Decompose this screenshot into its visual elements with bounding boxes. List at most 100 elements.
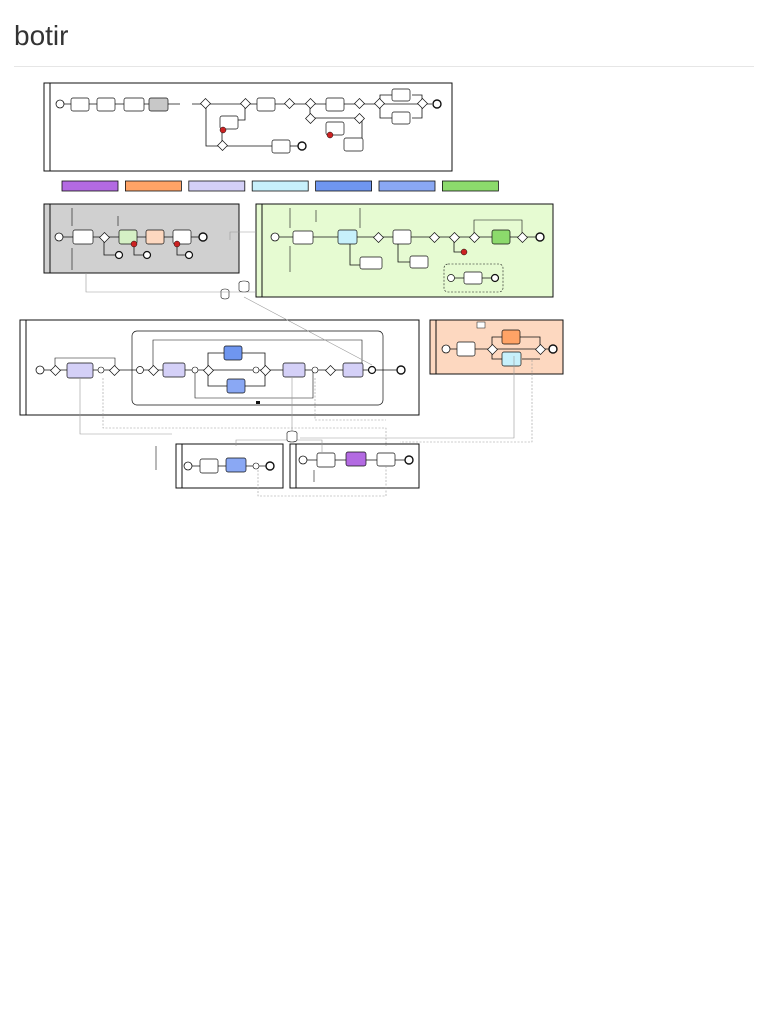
task-node[interactable] <box>463 271 483 285</box>
end-event-icon <box>184 250 194 260</box>
exclusive-gateway-icon[interactable] <box>535 344 546 355</box>
start-event-icon[interactable] <box>35 365 45 375</box>
task-node[interactable] <box>491 229 511 245</box>
exclusive-gateway-icon[interactable] <box>487 344 498 355</box>
exclusive-gateway-icon[interactable] <box>217 140 228 151</box>
task-node[interactable] <box>345 451 367 467</box>
event-subprocess <box>443 263 504 293</box>
intermediate-event-icon <box>191 366 199 374</box>
error-event-icon <box>326 131 334 139</box>
page-title: botir <box>14 20 69 51</box>
task-node[interactable] <box>409 255 429 269</box>
task-node[interactable] <box>325 121 345 136</box>
task-node[interactable] <box>162 362 186 378</box>
subprocess-container <box>131 330 384 406</box>
intermediate-event-icon <box>311 366 319 374</box>
exclusive-gateway-icon[interactable] <box>354 113 365 124</box>
task-node[interactable] <box>282 362 306 378</box>
task-node[interactable] <box>392 229 412 245</box>
legend-swatch <box>125 180 182 192</box>
exclusive-gateway-icon[interactable] <box>374 98 385 109</box>
end-event-icon <box>367 365 377 375</box>
task-node[interactable] <box>96 97 116 112</box>
subprocess-marker-icon <box>256 401 260 404</box>
task-node[interactable] <box>256 97 276 112</box>
task-node[interactable] <box>148 97 169 112</box>
exclusive-gateway-icon[interactable] <box>373 232 384 243</box>
error-event-icon <box>130 240 138 248</box>
start-event-icon[interactable] <box>54 232 64 242</box>
legend-swatch <box>378 180 436 192</box>
start-event-icon[interactable] <box>447 274 455 282</box>
task-node[interactable] <box>501 329 521 345</box>
exclusive-gateway-icon[interactable] <box>305 113 316 124</box>
exclusive-gateway-icon[interactable] <box>50 365 61 376</box>
task-node[interactable] <box>501 351 522 367</box>
start-event-icon[interactable] <box>55 99 65 109</box>
task-node[interactable] <box>70 97 90 112</box>
task-node[interactable] <box>271 139 291 154</box>
task-node[interactable] <box>359 256 383 270</box>
start-event-icon[interactable] <box>136 366 144 374</box>
task-node[interactable] <box>337 229 358 245</box>
task-node[interactable] <box>72 229 94 245</box>
exclusive-gateway-icon[interactable] <box>449 232 460 243</box>
task-node[interactable] <box>199 458 219 474</box>
exclusive-gateway-icon[interactable] <box>325 365 336 376</box>
start-event-icon[interactable] <box>183 461 193 471</box>
exclusive-gateway-icon[interactable] <box>469 232 480 243</box>
task-node[interactable] <box>292 230 314 245</box>
pool-green <box>255 203 554 298</box>
data-store-icon <box>238 280 250 293</box>
task-node[interactable] <box>145 229 165 245</box>
task-node[interactable] <box>226 378 246 394</box>
exclusive-gateway-icon[interactable] <box>148 365 159 376</box>
end-event-icon <box>297 141 307 151</box>
exclusive-gateway-icon[interactable] <box>354 98 365 109</box>
end-event-icon <box>265 461 275 471</box>
task-node[interactable] <box>343 137 364 152</box>
exclusive-gateway-icon[interactable] <box>99 232 110 243</box>
exclusive-gateway-icon[interactable] <box>260 365 271 376</box>
start-event-icon[interactable] <box>270 232 280 242</box>
start-event-icon[interactable] <box>441 344 451 354</box>
end-event-icon <box>142 250 152 260</box>
pool-main-elements <box>55 88 442 154</box>
pool-small-right <box>289 443 420 489</box>
pool-large <box>19 319 420 416</box>
task-node[interactable] <box>456 341 476 357</box>
task-node[interactable] <box>118 229 138 245</box>
task-node[interactable] <box>391 111 411 125</box>
task-node[interactable] <box>342 362 364 378</box>
exclusive-gateway-icon[interactable] <box>284 98 295 109</box>
exclusive-gateway-icon[interactable] <box>240 98 251 109</box>
task-node[interactable] <box>225 457 247 473</box>
task-node[interactable] <box>316 452 336 468</box>
end-event-icon <box>396 365 406 375</box>
intermediate-event-icon <box>252 366 260 374</box>
exclusive-gateway-icon[interactable] <box>109 365 120 376</box>
exclusive-gateway-icon[interactable] <box>200 98 211 109</box>
task-node[interactable] <box>391 88 411 102</box>
exclusive-gateway-icon[interactable] <box>203 365 214 376</box>
task-node[interactable] <box>172 229 192 245</box>
start-event-icon[interactable] <box>298 455 308 465</box>
task-node[interactable] <box>376 452 396 467</box>
exclusive-gateway-icon[interactable] <box>517 232 528 243</box>
task-node[interactable] <box>219 115 239 130</box>
task-node[interactable] <box>66 362 94 379</box>
pool-gray <box>43 203 240 274</box>
header-divider <box>14 66 754 67</box>
exclusive-gateway-icon[interactable] <box>417 98 428 109</box>
exclusive-gateway-icon[interactable] <box>305 98 316 109</box>
task-node[interactable] <box>123 97 145 112</box>
end-event-icon <box>114 250 124 260</box>
task-node[interactable] <box>325 97 345 112</box>
legend-swatch <box>61 180 119 192</box>
color-legend <box>61 180 499 192</box>
legend-swatch <box>315 180 373 192</box>
task-node[interactable] <box>223 345 243 361</box>
exclusive-gateway-icon[interactable] <box>429 232 440 243</box>
intermediate-event-icon <box>252 462 260 470</box>
